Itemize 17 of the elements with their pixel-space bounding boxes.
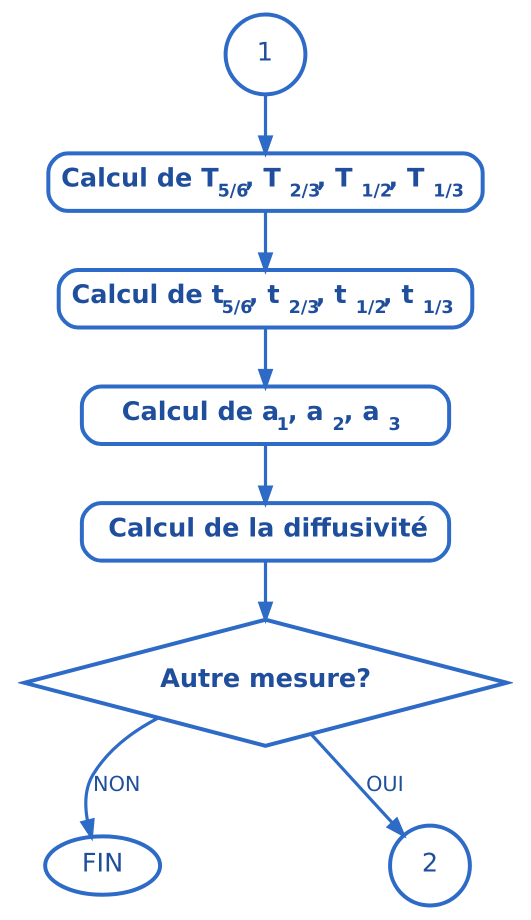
arrow bbox=[310, 733, 407, 838]
node-diamond: Autre mesure? bbox=[18, 618, 513, 748]
node-ellipse: FIN bbox=[43, 834, 162, 897]
arrow bbox=[80, 716, 160, 842]
node-box: Calcul de t$_{5/6}$, t$_{2/3}$, t$_{1/2}$, t$_{1/3}$ bbox=[56, 268, 474, 330]
arrow bbox=[258, 211, 274, 275]
arrow bbox=[258, 328, 274, 392]
arrow bbox=[258, 444, 274, 508]
node-box: Calcul de a$_{1}$, a$_{2}$, a$_{3}$ bbox=[80, 384, 452, 446]
edge-label: NON bbox=[93, 772, 140, 796]
node-circle: 2 bbox=[388, 824, 472, 908]
arrow bbox=[258, 561, 274, 624]
node-circle: 1 bbox=[224, 12, 308, 96]
edge-label: OUI bbox=[366, 772, 404, 796]
node-box: Calcul de T$_{5/6}$, T$_{2/3}$, T$_{1/2}$, T$_{1/3}$ bbox=[46, 151, 485, 213]
arrow bbox=[258, 94, 274, 158]
node-box: Calcul de la diffusivité bbox=[80, 501, 452, 563]
